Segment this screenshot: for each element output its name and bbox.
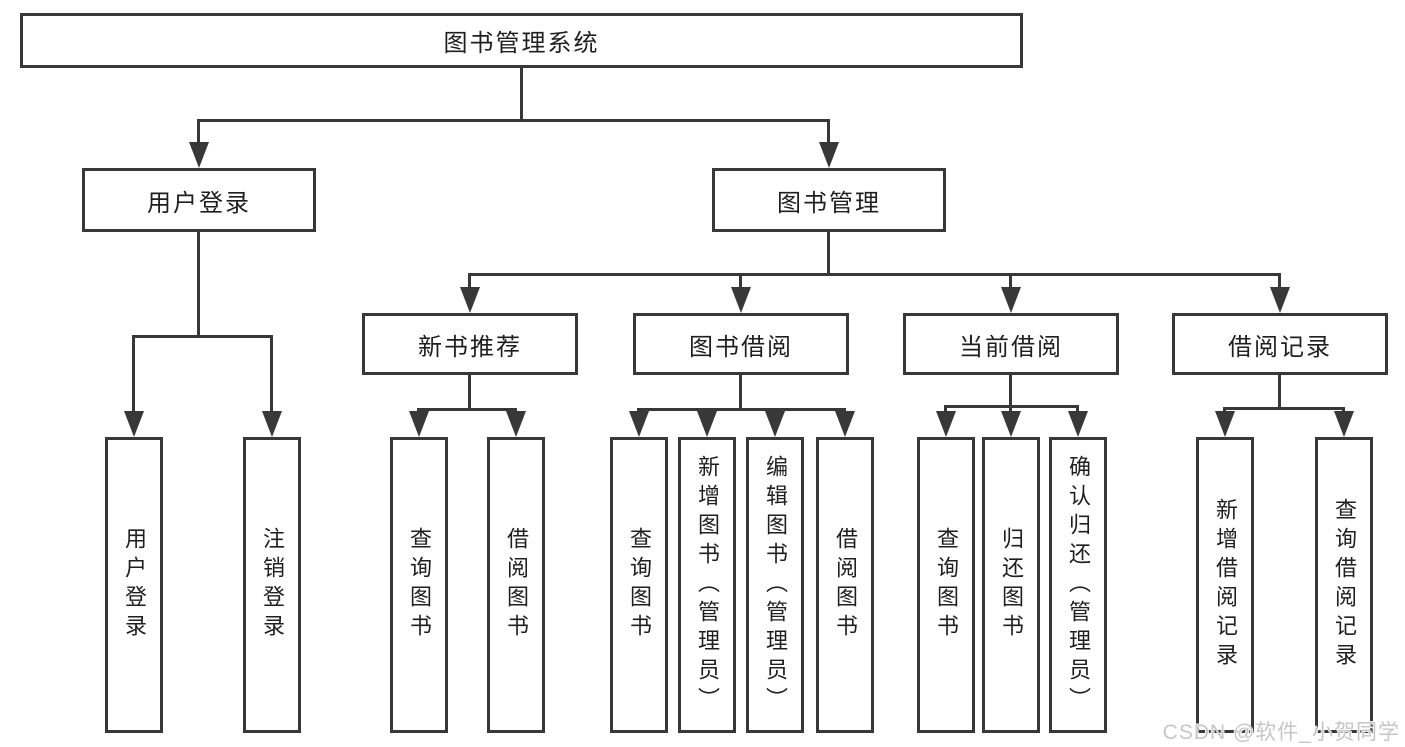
connector-drop (944, 405, 947, 415)
connector-drop-new-book (468, 273, 471, 290)
arrowhead-down (1215, 411, 1235, 437)
connector-drop-user-login (197, 119, 200, 145)
arrowhead-down (506, 411, 526, 437)
connector-branch-user-login (132, 335, 273, 338)
arrowhead-down (697, 411, 717, 437)
arrowhead-down (124, 411, 144, 437)
node-user-login: 用户登录 (82, 168, 316, 232)
node-leaf-query-books-2: 查询图书 (610, 437, 668, 733)
connector-drop (1076, 405, 1079, 415)
arrowhead-down (936, 411, 956, 437)
connector-drop-book-management (827, 119, 830, 145)
arrowhead-down (460, 287, 480, 313)
connector-drop (1009, 405, 1012, 415)
arrowhead-down (409, 411, 429, 437)
node-leaf-add-book-admin: 新增图书（管理员） (678, 437, 736, 733)
arrowhead-down (819, 142, 839, 168)
node-book-management: 图书管理 (712, 168, 946, 232)
connector-stem-user-login (197, 232, 200, 335)
node-leaf-query-books-1: 查询图书 (390, 437, 448, 733)
csdn-watermark: CSDN @软件_小贺同学 (1162, 721, 1400, 744)
connector-drop-current-borrow (1009, 273, 1012, 290)
node-leaf-logout: 注销登录 (243, 437, 301, 733)
node-book-borrow: 图书借阅 (633, 313, 849, 375)
node-borrow-record: 借阅记录 (1172, 313, 1388, 375)
node-leaf-edit-book-admin: 编辑图书（管理员） (746, 437, 804, 733)
connector-drop-borrow-record (1278, 273, 1281, 290)
connector-branch-book-management (468, 273, 1281, 276)
connector-branch-root (197, 119, 830, 122)
arrowhead-down (1001, 411, 1021, 437)
node-leaf-query-borrow-record: 查询借阅记录 (1315, 437, 1373, 733)
arrowhead-down (731, 287, 751, 313)
connector-stem-book-management (827, 232, 830, 273)
connector-branch-book-borrow (637, 408, 846, 411)
arrowhead-down (629, 411, 649, 437)
connector-drop-login-leaf (132, 335, 135, 414)
arrowhead-down (1270, 287, 1290, 313)
connector-stem-book-borrow (739, 375, 742, 408)
connector-stem-new-book (468, 375, 471, 408)
connector-drop-book-borrow (739, 273, 742, 290)
connector-stem-current-borrow (1009, 375, 1012, 405)
node-leaf-add-borrow-record: 新增借阅记录 (1196, 437, 1254, 733)
node-leaf-confirm-return-admin: 确认归还（管理员） (1049, 437, 1107, 733)
arrowhead-down (835, 411, 855, 437)
node-new-book-recommend: 新书推荐 (362, 313, 578, 375)
connector-branch-new-book (417, 408, 517, 411)
node-leaf-borrow-books-1: 借阅图书 (487, 437, 545, 733)
arrowhead-down (189, 142, 209, 168)
arrowhead-down (1001, 287, 1021, 313)
arrowhead-down (1068, 411, 1088, 437)
connector-drop-logout-leaf (270, 335, 273, 414)
node-current-borrow: 当前借阅 (903, 313, 1119, 375)
connector-stem-root (520, 68, 523, 119)
node-leaf-return-book: 归还图书 (982, 437, 1040, 733)
arrowhead-down (1334, 411, 1354, 437)
connector-stem-borrow-record (1278, 375, 1281, 407)
connector-branch-borrow-record (1223, 407, 1345, 410)
arrowhead-down (765, 411, 785, 437)
node-leaf-user-login: 用户登录 (105, 437, 163, 733)
node-leaf-borrow-books-2: 借阅图书 (816, 437, 874, 733)
node-library-management-system: 图书管理系统 (20, 13, 1023, 68)
arrowhead-down (262, 411, 282, 437)
node-leaf-query-books-3: 查询图书 (917, 437, 975, 733)
